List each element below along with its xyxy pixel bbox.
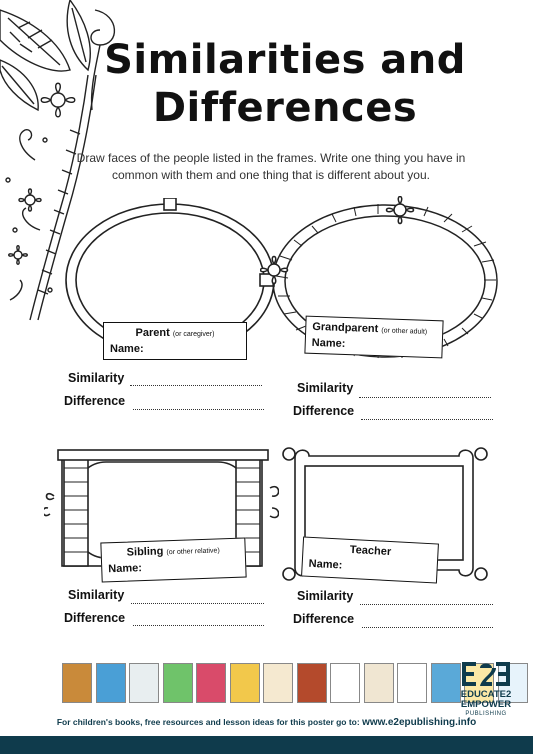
sibling-difference-label: Difference xyxy=(64,611,126,625)
grandparent-similarity-line[interactable] xyxy=(359,396,491,398)
book-cover[interactable] xyxy=(196,663,226,703)
book-cover[interactable] xyxy=(296,663,327,703)
book-cover[interactable] xyxy=(263,663,293,703)
vine-decoration xyxy=(0,0,116,321)
grandparent-similarity-label: Similarity xyxy=(297,381,354,395)
sibling-difference-line[interactable] xyxy=(133,624,264,626)
logo-empower: EMPOWER xyxy=(460,699,512,710)
bottom-bar xyxy=(0,736,533,754)
title-line-1: Similarities and xyxy=(104,37,466,83)
teacher-label-box: Teacher Name: xyxy=(301,536,439,584)
parent-label-box: Parent (or caregiver) Name: xyxy=(103,322,247,360)
sibling-name-label: Name: xyxy=(108,562,143,576)
parent-similarity-line[interactable] xyxy=(130,384,262,386)
instructions-text: Draw faces of the people listed in the f… xyxy=(76,151,466,182)
book-cover[interactable] xyxy=(162,663,193,703)
sibling-role-label: Sibling (or other relative) xyxy=(126,545,220,559)
footer-url-link[interactable]: www.e2epublishing.info xyxy=(362,717,477,728)
teacher-similarity-label: Similarity xyxy=(297,589,354,603)
parent-similarity-label: Similarity xyxy=(68,371,125,385)
parent-name-label: Name: xyxy=(110,343,144,355)
page-title: Similarities and Differences xyxy=(95,36,475,132)
footer-text: For children's books, free resources and… xyxy=(0,717,533,728)
grandparent-label-box: Grandparent (or other adult) Name: xyxy=(304,315,444,359)
logo-educate: EDUCATE2 xyxy=(460,689,512,700)
e2e-logo[interactable]: EDUCATE2 EMPOWER PUBLISHING xyxy=(450,660,522,717)
footer-description: For children's books, free resources and… xyxy=(56,717,360,727)
sibling-similarity-label: Similarity xyxy=(68,588,125,602)
parent-role-label: Parent (or caregiver) xyxy=(135,327,215,339)
teacher-name-label: Name: xyxy=(308,557,343,572)
book-cover[interactable] xyxy=(229,663,260,703)
book-cover[interactable] xyxy=(62,663,92,703)
sibling-label-box: Sibling (or other relative) Name: xyxy=(100,537,247,583)
title-line-2: Differences xyxy=(152,85,418,131)
teacher-similarity-line[interactable] xyxy=(360,603,493,605)
logo-publishing: PUBLISHING xyxy=(465,711,507,717)
teacher-difference-line[interactable] xyxy=(362,626,493,628)
book-cover[interactable] xyxy=(129,663,159,703)
grandparent-difference-line[interactable] xyxy=(361,418,493,420)
book-cover[interactable] xyxy=(330,663,360,703)
grandparent-role-label: Grandparent (or other adult) xyxy=(312,320,428,336)
parent-difference-label: Difference xyxy=(64,394,126,408)
parent-difference-line[interactable] xyxy=(133,408,264,410)
teacher-difference-label: Difference xyxy=(293,612,355,626)
teacher-role-label: Teacher xyxy=(349,543,392,559)
book-cover[interactable] xyxy=(397,663,427,703)
sibling-similarity-line[interactable] xyxy=(131,602,264,604)
book-cover[interactable] xyxy=(363,663,394,703)
grandparent-difference-label: Difference xyxy=(293,404,355,418)
e2e-logo-mark xyxy=(462,662,510,686)
book-cover[interactable] xyxy=(430,663,461,703)
grandparent-name-label: Name: xyxy=(311,336,346,351)
book-cover[interactable] xyxy=(95,663,126,703)
sibling-frame xyxy=(44,449,279,567)
